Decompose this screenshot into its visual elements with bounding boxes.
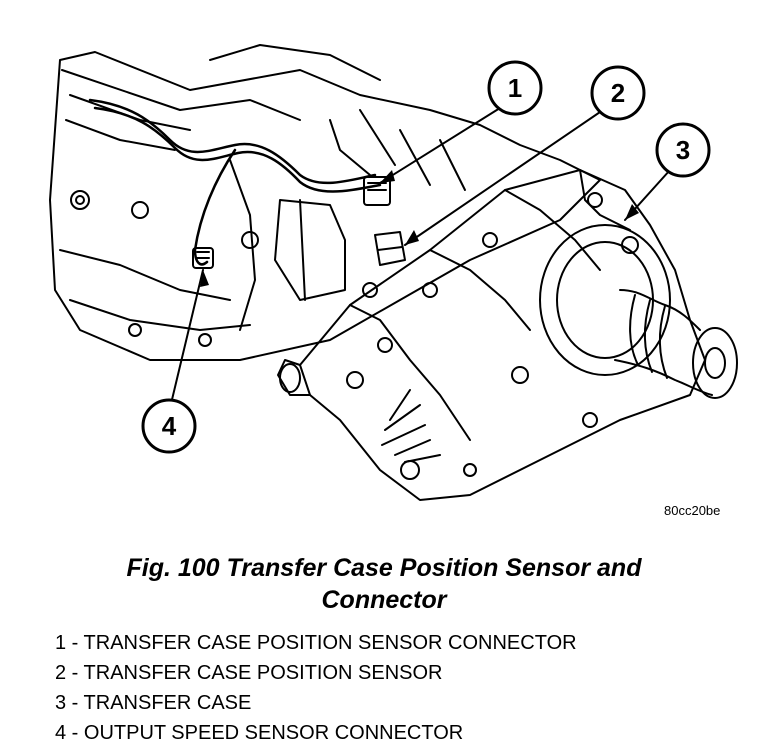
legend-item: 3 - TRANSFER CASE	[55, 692, 252, 714]
legend-list: 1 - TRANSFER CASE POSITION SENSOR CONNEC…	[55, 628, 577, 748]
wiring-harness	[88, 98, 382, 266]
callout-3: 3	[655, 122, 711, 178]
legend-item: 1 - TRANSFER CASE POSITION SENSOR CONNEC…	[55, 632, 577, 654]
caption-line: Fig. 100 Transfer Case Position Sensor a…	[126, 554, 642, 582]
leader-lines	[169, 107, 671, 409]
callout-1: 1	[487, 60, 543, 116]
legend-item: 4 - OUTPUT SPEED SENSOR CONNECTOR	[55, 722, 464, 744]
transfer-case-illustration: 1 2 3 4	[49, 44, 738, 501]
transmission-housing	[49, 44, 601, 361]
image-code: 80cc20be	[664, 503, 721, 518]
position-sensor-connector	[363, 176, 391, 206]
callout-number: 1	[508, 73, 522, 103]
caption-line: Connector	[321, 586, 447, 614]
transfer-case-body	[277, 169, 738, 501]
callout-number: 3	[676, 135, 690, 165]
legend-item: 2 - TRANSFER CASE POSITION SENSOR	[55, 662, 443, 684]
output-speed-sensor-connector	[192, 247, 214, 269]
figure-caption: Fig. 100 Transfer Case Position Sensor a…	[0, 552, 768, 616]
callout-number: 4	[162, 411, 177, 441]
callout-2: 2	[590, 65, 646, 121]
callout-number: 2	[611, 78, 625, 108]
callout-4: 4	[141, 398, 197, 454]
